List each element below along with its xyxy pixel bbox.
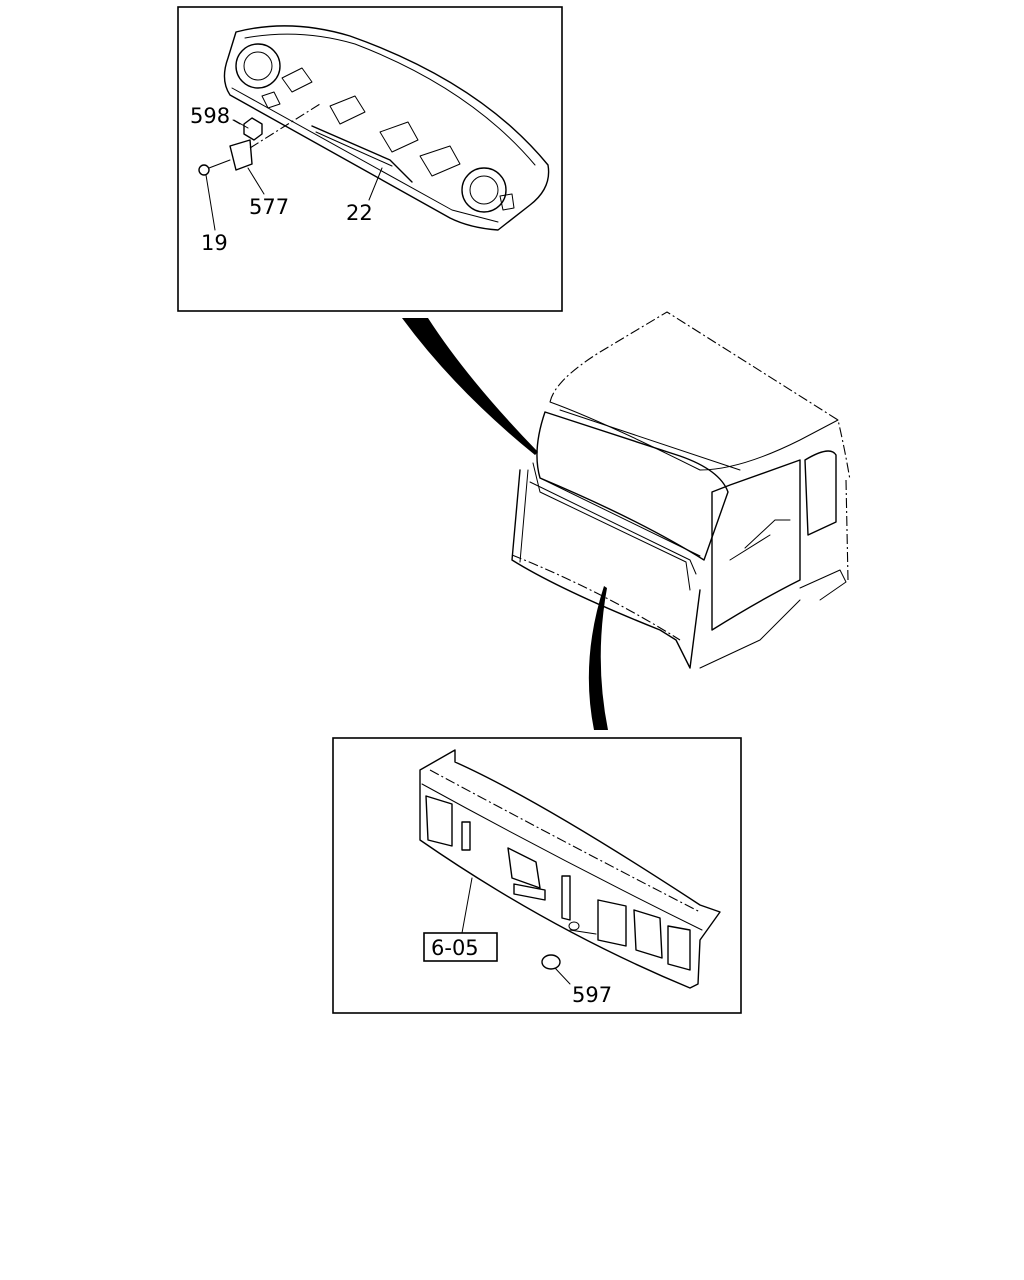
top-detail-frame xyxy=(177,6,563,312)
label-22: 22 xyxy=(346,201,373,225)
label-597: 597 xyxy=(572,983,612,1007)
screw-19 xyxy=(198,159,231,176)
leader-597 xyxy=(554,967,571,985)
leader-577 xyxy=(247,167,265,195)
label-19: 19 xyxy=(201,231,228,255)
front-garnish-assembly xyxy=(223,25,550,231)
bottom-detail-frame xyxy=(332,737,742,1014)
top-detail-panel: 598 577 19 22 xyxy=(177,6,563,312)
leader-22 xyxy=(368,167,383,201)
truck-cab xyxy=(511,311,851,669)
label-598: 598 xyxy=(190,104,230,128)
leader-19 xyxy=(205,174,216,231)
bracket-577 xyxy=(229,103,321,171)
right-lamp-ring xyxy=(461,167,507,213)
leader-6-05 xyxy=(461,877,473,934)
front-panel-6-05 xyxy=(419,749,721,989)
label-577: 577 xyxy=(249,195,289,219)
top-callout-pointer xyxy=(402,318,538,455)
plug-597 xyxy=(541,954,561,970)
clip-598 xyxy=(232,117,263,141)
label-6-05: 6-05 xyxy=(431,936,479,960)
bottom-detail-panel: 6-05 597 xyxy=(332,737,742,1014)
bottom-callout-pointer xyxy=(588,586,608,730)
left-lamp-ring xyxy=(235,43,281,89)
ref-box-6-05 xyxy=(423,932,498,962)
leader-598 xyxy=(233,119,249,129)
